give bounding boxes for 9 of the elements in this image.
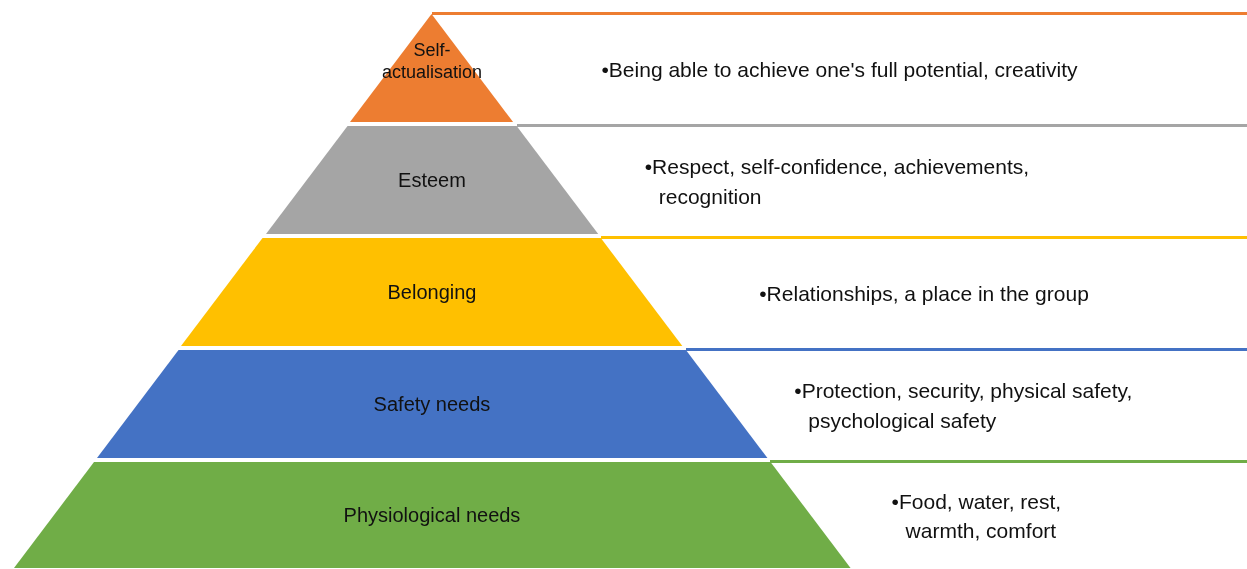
description-text: •Relationships, a place in the group bbox=[759, 280, 1089, 307]
level-label: Belonging bbox=[387, 280, 477, 304]
description-text: •Being able to achieve one's full potential, creativity bbox=[601, 56, 1078, 83]
description-text: •Protection, security, physical safety, psychological safety bbox=[794, 378, 1134, 434]
level-label: Safety needs bbox=[373, 392, 491, 416]
level-label: Esteem bbox=[398, 168, 466, 192]
description-text: •Respect, self-confidence, achievements, recognition bbox=[644, 154, 1031, 210]
level-label: Physiological needs bbox=[343, 503, 521, 527]
description-text: •Food, water, rest, warmth, comfort bbox=[891, 488, 1063, 544]
